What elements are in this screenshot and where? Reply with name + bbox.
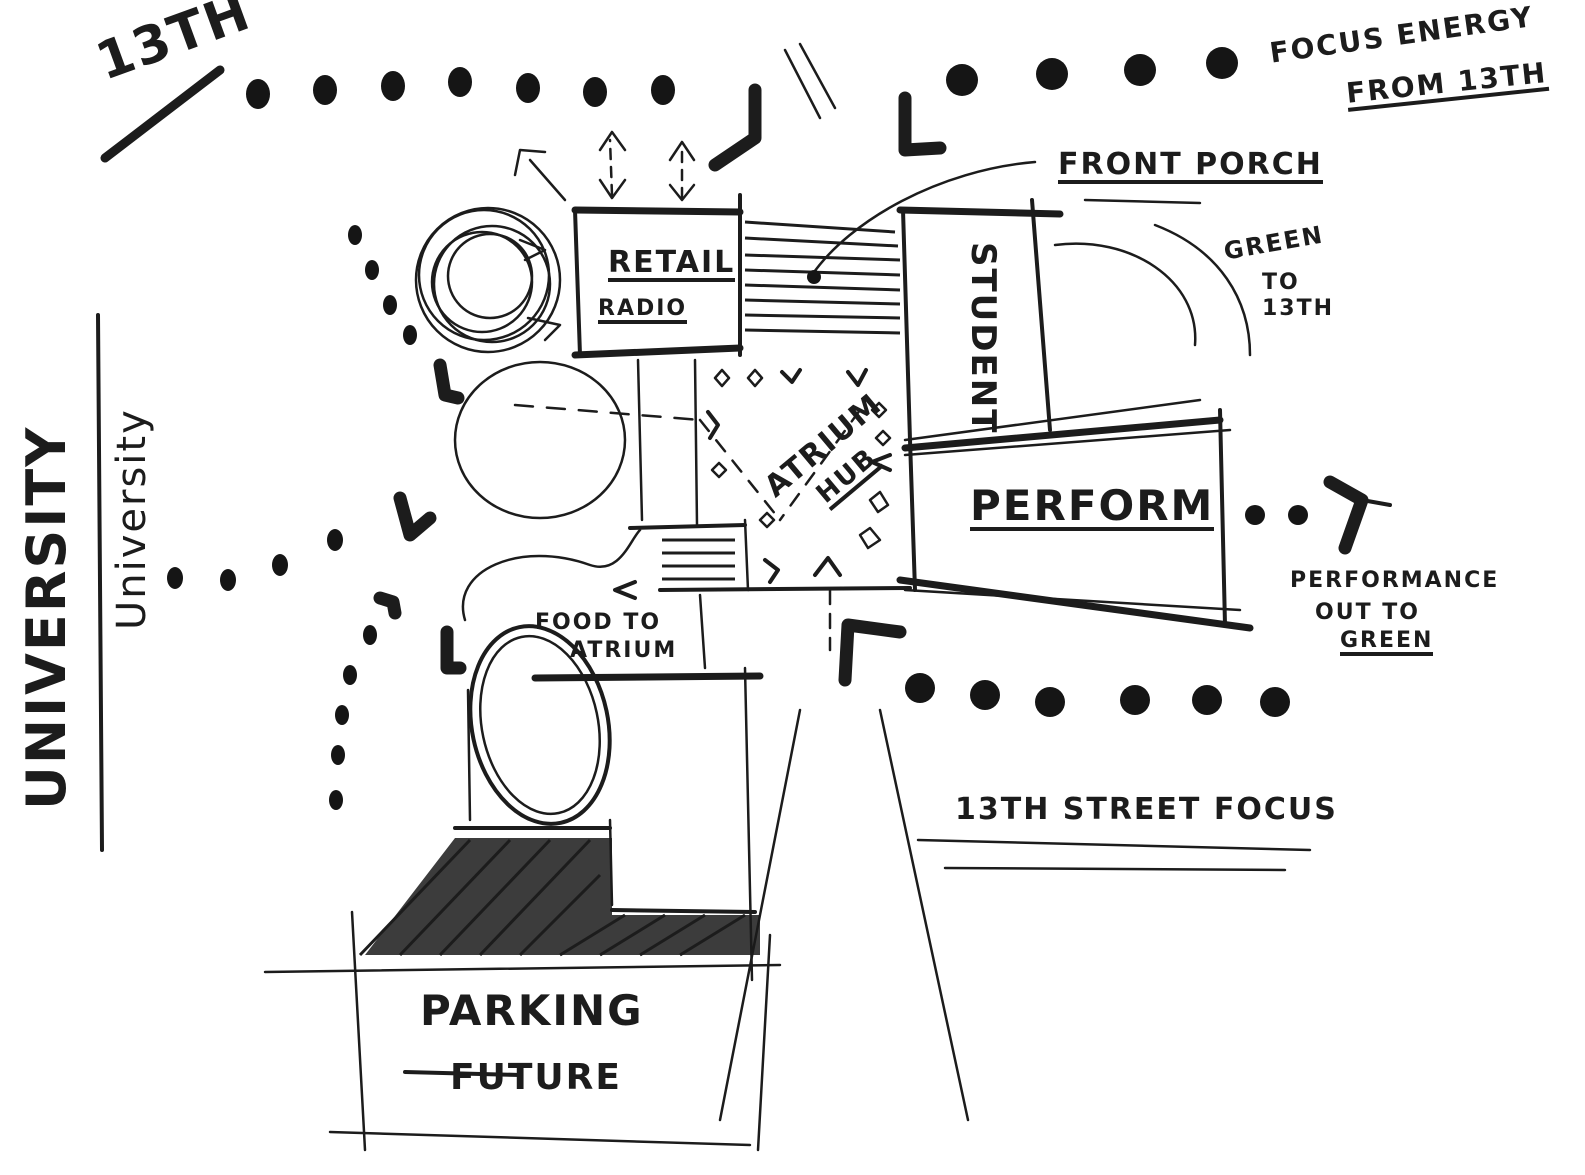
street-13th-underline <box>100 65 225 163</box>
corner-marks <box>373 83 1392 687</box>
green-to-13th-line3: 13TH <box>1262 296 1335 321</box>
student-block <box>896 198 1202 442</box>
university-label: University <box>109 408 155 630</box>
parking-structure <box>263 666 782 1152</box>
parking-label: PARKING <box>420 986 644 1035</box>
food-line2: ATRIUM <box>570 638 678 663</box>
performance-line2: OUT TO <box>1315 600 1420 625</box>
future-label: FUTURE <box>450 1057 622 1098</box>
student-label: STUDENT <box>963 242 1003 435</box>
scribble-tree <box>414 206 562 354</box>
top-dot-row <box>246 47 1238 109</box>
front-porch-label: FRONT PORCH <box>1058 147 1323 184</box>
perform-block <box>896 398 1254 632</box>
plaza-circle <box>453 360 627 520</box>
street-break-slash <box>783 42 837 120</box>
retail-block <box>518 193 744 359</box>
performance-line3: GREEN <box>1340 630 1434 656</box>
retail-label: RETAIL <box>608 245 736 282</box>
green-arc <box>1053 223 1252 357</box>
atrium-area <box>513 358 912 670</box>
left-dot-path <box>167 225 417 810</box>
entry-arrows <box>513 130 696 202</box>
green-to-13th-line2: TO <box>1262 270 1300 295</box>
bottom-dot-row <box>905 505 1308 717</box>
performance-line1: PERFORMANCE <box>1290 568 1500 593</box>
street-bottom-label: 13TH STREET FOCUS <box>955 792 1338 827</box>
hatched-connector <box>744 160 1037 335</box>
university-street-line <box>96 313 104 852</box>
radio-label: RADIO <box>598 298 688 324</box>
food-line1: FOOD TO <box>535 610 662 635</box>
lower-street <box>718 708 1312 1122</box>
university-street-label: UNIVERSITY <box>15 425 78 810</box>
oval-court <box>461 528 642 826</box>
perform-label: PERFORM <box>970 481 1215 531</box>
